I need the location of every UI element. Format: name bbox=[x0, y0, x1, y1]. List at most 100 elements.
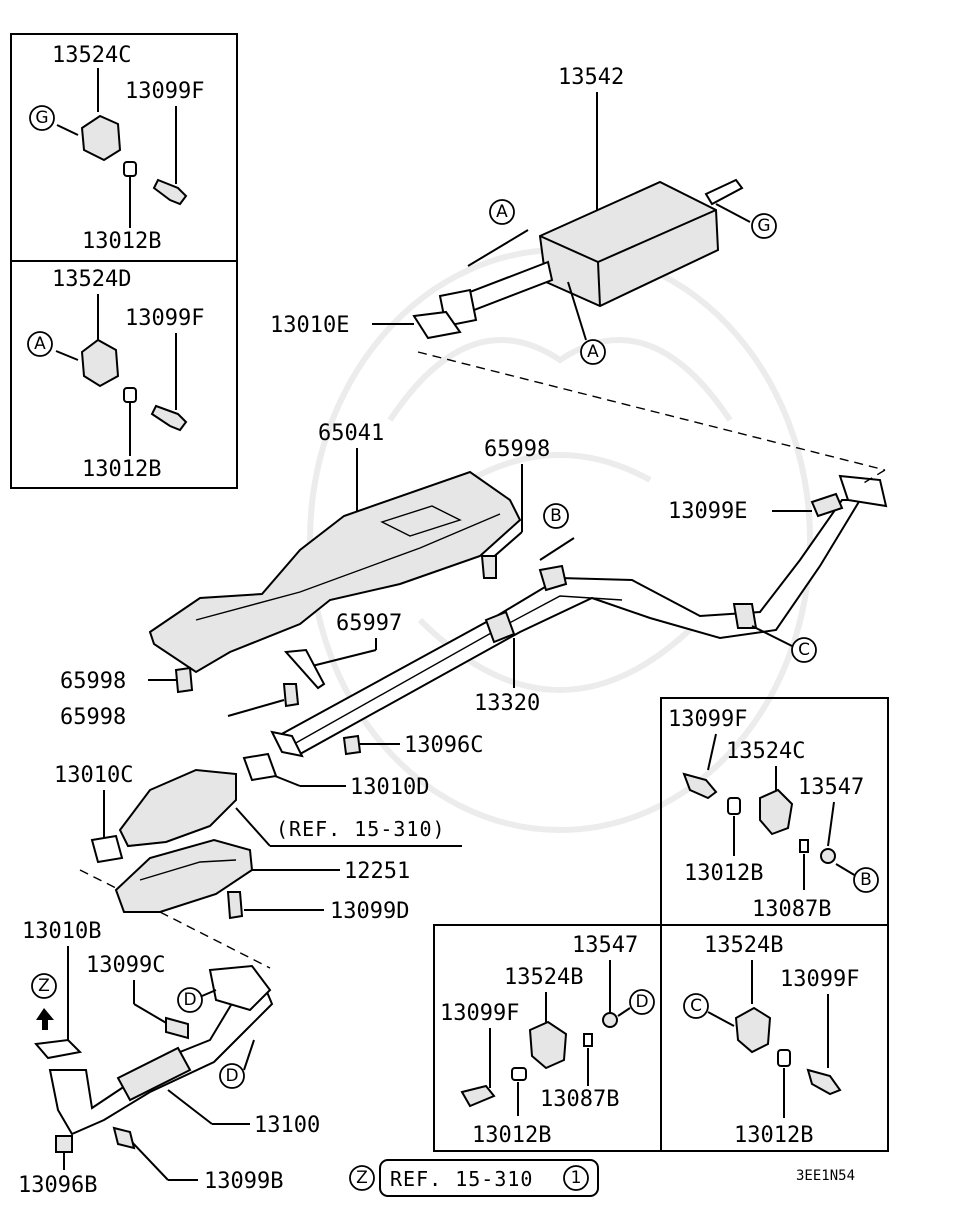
svg-text:A: A bbox=[34, 334, 46, 354]
c-label-13099F: 13099F bbox=[780, 967, 859, 992]
c-collar-13012B bbox=[777, 1049, 791, 1067]
marker-c-pipe bbox=[791, 637, 817, 663]
marker-c-inset bbox=[683, 993, 709, 1019]
marker-a-muffler-top bbox=[489, 199, 515, 225]
nut-13096C bbox=[342, 734, 362, 756]
svg-text:G: G bbox=[757, 216, 770, 236]
muffler-tailpipe bbox=[704, 178, 744, 206]
marker-g-muffler bbox=[751, 213, 777, 239]
label-13010C: 13010C bbox=[54, 763, 133, 788]
main-muffler-group: 13542 G A A 13010E bbox=[270, 65, 886, 471]
rubber-hanger-13524D bbox=[80, 338, 120, 388]
main-muffler-13542 bbox=[538, 180, 720, 308]
d-washer-13087B bbox=[583, 1033, 593, 1047]
label-13096C: 13096C bbox=[404, 733, 483, 758]
marker-a-muffler-bottom bbox=[580, 339, 606, 365]
svg-text:A: A bbox=[496, 202, 508, 222]
d-hanger-13524B bbox=[528, 1020, 568, 1070]
svg-text:D: D bbox=[183, 990, 196, 1010]
svg-text:B: B bbox=[550, 506, 562, 526]
inset-box-d: 13547 13524B 13099F 13087B 13012B D bbox=[433, 924, 662, 1152]
b-label-13099F: 13099F bbox=[668, 707, 747, 732]
svg-text:C: C bbox=[798, 640, 810, 660]
svg-text:B: B bbox=[860, 870, 872, 890]
label-13524D: 13524D bbox=[52, 267, 131, 292]
front-pipe-group: 13010B Z 13099C D D 13100 13096B 13099B bbox=[18, 919, 320, 1198]
label-12251: 12251 bbox=[344, 859, 410, 884]
label-13099E: 13099E bbox=[668, 499, 747, 524]
svg-text:Z: Z bbox=[38, 976, 50, 996]
svg-text:D: D bbox=[225, 1066, 238, 1086]
bolt-13099C bbox=[165, 1016, 189, 1040]
svg-text:1: 1 bbox=[571, 1168, 582, 1188]
bottom-reference: Z REF. 15-310 1 3EE1N54 bbox=[349, 1159, 855, 1197]
marker-z-pipe bbox=[31, 973, 57, 999]
inset-box-g: 13524C 13099F 13012B G bbox=[10, 33, 238, 262]
marker-d-inset bbox=[629, 989, 655, 1015]
bolt-13099D bbox=[226, 891, 244, 920]
label-13099D: 13099D bbox=[330, 899, 409, 924]
label-13542: 13542 bbox=[558, 65, 624, 90]
d-label-13547: 13547 bbox=[572, 933, 638, 958]
heat-shield-12251 bbox=[114, 838, 254, 913]
b-label-13087B: 13087B bbox=[752, 897, 831, 922]
bolt-65998-mid bbox=[282, 683, 300, 708]
rubber-hanger-13524C bbox=[80, 114, 122, 162]
d-label-13524B: 13524B bbox=[504, 965, 583, 990]
marker-a-inset bbox=[27, 331, 53, 357]
d-label-13087B: 13087B bbox=[540, 1087, 619, 1112]
label-13099F-g: 13099F bbox=[125, 79, 204, 104]
label-13010B: 13010B bbox=[22, 919, 101, 944]
ref-15-310-mid: (REF. 15-310) bbox=[276, 817, 446, 841]
bolt-65998-top bbox=[480, 555, 497, 579]
inset-box-a: 13524D 13099F 13012B A bbox=[10, 260, 238, 489]
c-label-13012B: 13012B bbox=[734, 1123, 813, 1148]
c-bolt-13099F bbox=[806, 1068, 842, 1096]
label-13320: 13320 bbox=[474, 691, 540, 716]
label-65998-left: 65998 bbox=[60, 669, 126, 694]
marker-b-pipe bbox=[543, 503, 569, 529]
svg-text:G: G bbox=[35, 108, 48, 128]
b-nut-13547 bbox=[820, 848, 836, 864]
bolt-13099B bbox=[112, 1126, 136, 1150]
inset-box-b: 13099F 13524C 13547 13012B 13087B B bbox=[660, 697, 889, 926]
bolt-13099F-a bbox=[150, 404, 188, 432]
marker-d-pipe-bottom bbox=[219, 1063, 245, 1089]
marker-g-inset bbox=[29, 105, 55, 131]
label-65998-top: 65998 bbox=[484, 437, 550, 462]
b-washer-13087B bbox=[799, 839, 809, 853]
front-pipe-bracket bbox=[208, 964, 272, 1012]
label-65041: 65041 bbox=[318, 421, 384, 446]
bracket-65997 bbox=[283, 648, 326, 690]
rear-flange-13320 bbox=[838, 474, 888, 508]
marker-z-ref bbox=[349, 1165, 375, 1191]
gasket-13010C bbox=[90, 834, 124, 864]
d-collar-13012B bbox=[511, 1067, 527, 1081]
label-13524C-g: 13524C bbox=[52, 43, 131, 68]
label-13099B: 13099B bbox=[204, 1169, 283, 1194]
front-pipe-resonator bbox=[116, 1046, 192, 1102]
label-13096B: 13096B bbox=[18, 1173, 97, 1198]
collar-13012B-g bbox=[123, 161, 137, 177]
gasket-13010B bbox=[34, 1038, 83, 1060]
label-13099F-a: 13099F bbox=[125, 306, 204, 331]
b-collar-13012B bbox=[727, 797, 741, 815]
marker-b-inset bbox=[853, 867, 879, 893]
label-13099C: 13099C bbox=[86, 953, 165, 978]
label-13010D: 13010D bbox=[350, 775, 429, 800]
diagram-code: 3EE1N54 bbox=[796, 1168, 855, 1184]
svg-text:Z: Z bbox=[356, 1168, 368, 1188]
gasket-13010D bbox=[242, 752, 278, 782]
inset-box-c: 13524B 13099F 13012B C bbox=[660, 924, 889, 1152]
front-flange-13320 bbox=[270, 730, 304, 758]
d-nut-13547 bbox=[602, 1012, 618, 1028]
b-label-13547: 13547 bbox=[798, 775, 864, 800]
label-65997: 65997 bbox=[336, 611, 402, 636]
label-13010E: 13010E bbox=[270, 313, 349, 338]
ref-15-310-bottom: REF. 15-310 bbox=[390, 1167, 533, 1191]
svg-text:A: A bbox=[587, 342, 599, 362]
b-bolt-13099F bbox=[682, 772, 718, 800]
marker-d-pipe-top bbox=[177, 987, 203, 1013]
heat-protector-group: 65041 65998 65997 65998 65998 bbox=[60, 421, 550, 730]
